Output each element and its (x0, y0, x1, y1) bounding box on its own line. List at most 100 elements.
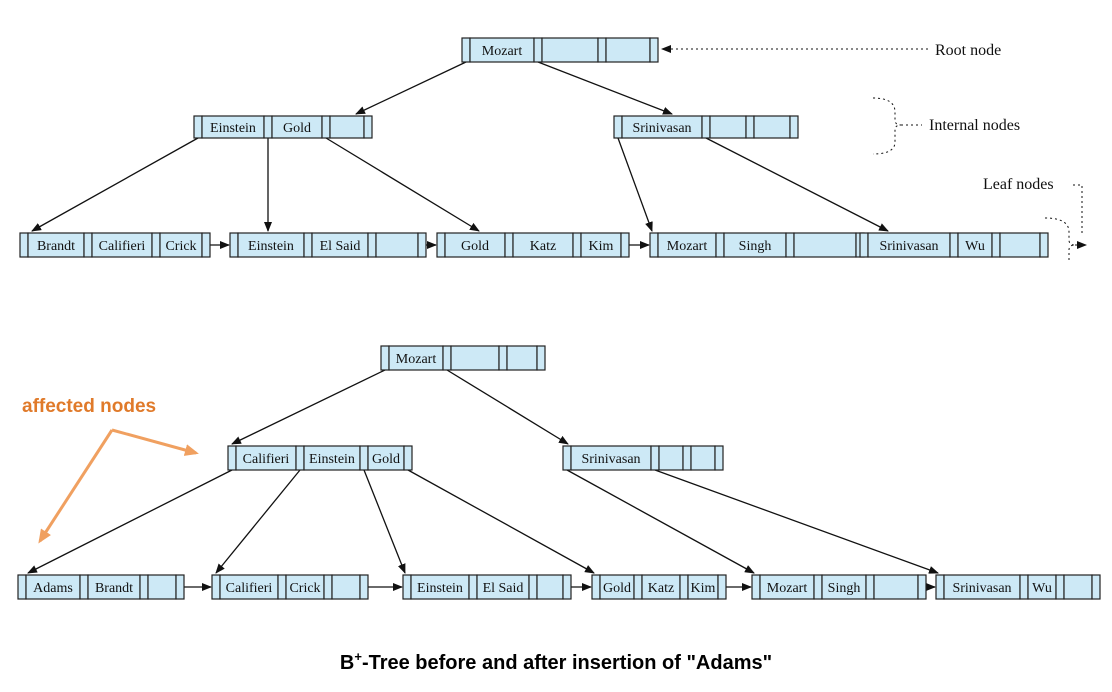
after-edge-int-leaf-5 (566, 469, 755, 574)
after-leaf-4-pointer-0 (591, 574, 601, 600)
after-leaf-6-pointer-2 (1055, 574, 1065, 600)
after-leaf-1-key-cell-2 (147, 574, 177, 600)
before-leaf-2-key-cell-2 (375, 232, 419, 258)
after-internal-left-key-1: Einstein (309, 452, 355, 467)
after-leaf-1-key-0: Adams (33, 581, 73, 596)
after-leaf-4-pointer-1 (633, 574, 643, 600)
after-leaf-5-pointer-3 (917, 574, 927, 600)
before-edge-root-left (355, 61, 467, 115)
after-edge-int-leaf-3 (363, 469, 406, 574)
caption-rest: -Tree before and after insertion of "Ada… (362, 652, 772, 674)
after-leaf-5-pointer-1 (813, 574, 823, 600)
after-edge-root-right (446, 369, 569, 445)
after-leaf-2-key-cell-1 (285, 574, 325, 600)
after-internal-left-key-2: Gold (372, 452, 400, 467)
before-leaf-5-pointer-1 (949, 232, 959, 258)
before-leaf-2-key-cell-1 (311, 232, 369, 258)
after-internal-left-pointer-3 (403, 445, 413, 471)
before-internal-right-key-cell-2 (753, 115, 791, 139)
before-leaf-2-pointer-2 (367, 232, 377, 258)
after-root-key-0: Mozart (396, 352, 437, 367)
after-leaf-6-key-cell-2 (1063, 574, 1093, 600)
before-leaf-4-key-0: Mozart (667, 239, 708, 254)
before-internal-right-key-cell-1 (709, 115, 747, 139)
before-root-pointer-0 (461, 37, 471, 63)
before-leaf-5-key-1: Wu (965, 239, 985, 254)
after-root-pointer-2 (498, 345, 508, 371)
after-leaf-4-key-cell-1 (641, 574, 681, 600)
root-node-label: Root node (935, 42, 1001, 59)
after-leaf-4-key-1: Katz (648, 581, 674, 596)
after-internal-right-pointer-2 (682, 445, 692, 471)
after-internal-left-pointer-0 (227, 445, 237, 471)
caption: B+-Tree before and after insertion of "A… (340, 649, 772, 674)
after-root-key-cell-1 (450, 345, 500, 371)
before-leaf-4-key-cell-2 (793, 232, 857, 258)
after-leaf-5-pointer-0 (751, 574, 761, 600)
after-root-key-cell-2 (506, 345, 538, 371)
before-leaf-3-pointer-2 (572, 232, 582, 258)
caption-superscript: + (354, 649, 362, 664)
after-edge-int-leaf-2 (215, 469, 301, 574)
before-leaf-1-key-1: Califieri (99, 239, 146, 254)
after-leaf-1-key-cell-1 (87, 574, 141, 600)
tree-edges (27, 61, 939, 591)
before-leaf-2-pointer-3 (417, 232, 427, 258)
before-leaf-5-key-cell-1 (957, 232, 993, 258)
before-leaf-3-key-0: Gold (461, 239, 489, 254)
after-internal-right-key-cell-2 (690, 445, 716, 471)
after-leaf-6-pointer-3 (1091, 574, 1101, 600)
caption-prefix: B (340, 652, 354, 674)
after-root-key-cell-0 (388, 345, 444, 371)
before-root-key-0: Mozart (482, 44, 523, 59)
after-internal-right-pointer-3 (714, 445, 724, 471)
before-leaf-4-key-1: Singh (739, 239, 772, 254)
before-leaf-3-key-1: Katz (530, 239, 556, 254)
after-internal-left-key-0: Califieri (243, 452, 290, 467)
after-leaf-6-key-cell-1 (1027, 574, 1057, 600)
after-leaf-3-pointer-0 (402, 574, 412, 600)
after-edge-int-leaf-6 (654, 469, 939, 574)
before-leaf-3-key-2: Kim (589, 239, 614, 254)
before-leaf-4-key-cell-1 (723, 232, 787, 258)
before-leaf-1-key-cell-1 (91, 232, 153, 258)
after-internal-right-key-cell-1 (658, 445, 684, 471)
after-leaf-1-pointer-3 (175, 574, 185, 600)
before-leaf-4: Mozart Singh (649, 232, 865, 258)
before-leaf-1-key-2: Crick (165, 239, 196, 254)
after-internal-left: Califieri Einstein Gold (227, 445, 413, 471)
after-leaf-5-key-0: Mozart (767, 581, 808, 596)
before-root-key-cell-1 (541, 37, 599, 63)
before-leaf-1-key-0: Brandt (37, 239, 75, 254)
after-leaf-6-key-0: Srinivasan (952, 581, 1011, 596)
after-root: Mozart (380, 345, 546, 371)
after-edge-int-leaf-1 (27, 469, 233, 574)
before-internal-left-key-1: Gold (283, 121, 311, 136)
before-edge-int-leaf-3 (325, 137, 480, 232)
after-internal-left-key-cell-2 (367, 445, 405, 471)
after-internal-left-pointer-1 (295, 445, 305, 471)
after-internal-right-pointer-1 (650, 445, 660, 471)
after-root-pointer-0 (380, 345, 390, 371)
annotations: Root node Internal nodes Leaf nodes affe… (22, 42, 1087, 674)
before-leaf-3-key-cell-2 (580, 232, 622, 258)
before-leaf-2-key-0: Einstein (248, 239, 294, 254)
after-leaf-5-pointer-2 (865, 574, 875, 600)
after-leaf-6-pointer-0 (935, 574, 945, 600)
after-leaf-1-key-1: Brandt (95, 581, 133, 596)
after-leaf-5-key-cell-2 (873, 574, 919, 600)
before-leaf-4-pointer-1 (715, 232, 725, 258)
before-leaf-1-pointer-1 (83, 232, 93, 258)
before-leaf-5-key-0: Srinivasan (879, 239, 938, 254)
before-leaf-5-pointer-2 (991, 232, 1001, 258)
after-leaf-3-key-cell-2 (536, 574, 564, 600)
after-leaf-4-key-cell-0 (599, 574, 635, 600)
before-leaf-4-pointer-0 (649, 232, 659, 258)
before-leaf-3-pointer-0 (436, 232, 446, 258)
after-internal-left-key-cell-0 (235, 445, 297, 471)
before-leaf-3-pointer-3 (620, 232, 630, 258)
after-leaf-2-pointer-0 (211, 574, 221, 600)
